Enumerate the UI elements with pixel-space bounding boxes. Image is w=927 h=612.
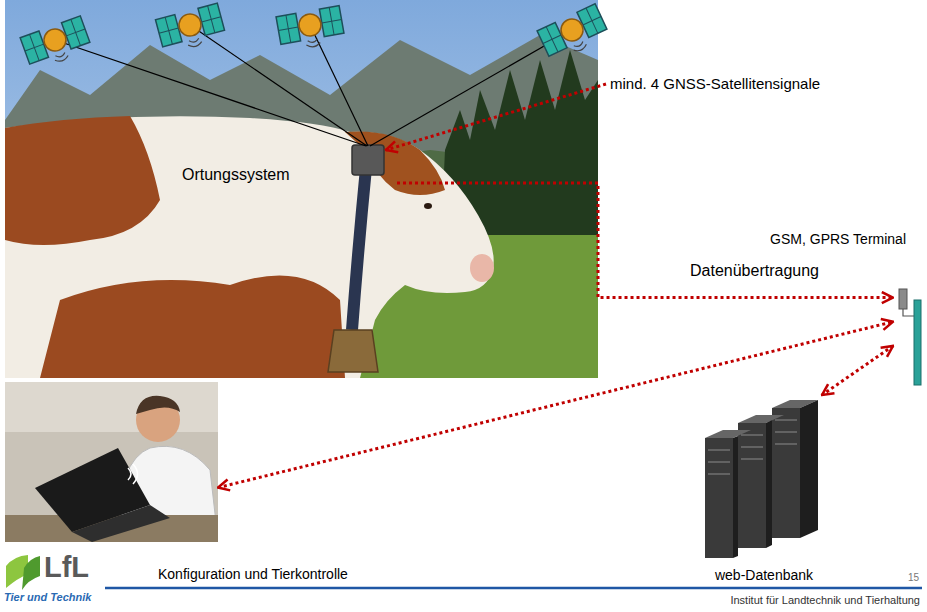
page-number-holder: 15 <box>908 572 919 583</box>
data-link-arrow <box>218 322 893 488</box>
server-side <box>766 420 772 548</box>
wifi-symbol <box>133 464 138 484</box>
signal-line <box>190 25 367 146</box>
web-database: web-Datenbank <box>698 395 830 590</box>
man-hair <box>136 396 180 414</box>
sky <box>5 0 598 378</box>
institute-name: Institut für Landtechnik und Tierhaltung <box>730 594 920 606</box>
locator-collar: Ortungssystem <box>175 150 397 198</box>
data-link-arrow <box>822 346 893 395</box>
cow-patch <box>40 275 345 378</box>
server-side <box>733 436 738 558</box>
satellite-icon <box>276 6 345 53</box>
collar-strap <box>352 168 366 330</box>
gps-collar-device <box>352 145 384 175</box>
gsm-terminal-icon <box>899 289 921 385</box>
logo-subtitle: Tier und Technik <box>4 591 91 603</box>
logo-wordmark-holder: LfL <box>44 552 89 584</box>
laptop-station: Konfiguration und Tierkontrolle <box>5 382 218 542</box>
data-link-arrow <box>397 183 893 297</box>
satellite-icon <box>537 4 610 64</box>
server-side <box>800 400 818 538</box>
satellite-signal-lines <box>55 25 572 146</box>
cow-bell <box>328 330 378 372</box>
server-towers <box>705 400 818 558</box>
server-front <box>705 438 733 558</box>
signal-line <box>310 25 368 146</box>
lfl-logo <box>6 555 40 590</box>
cow-body <box>5 116 494 378</box>
logo-wordmark: LfL <box>44 552 89 584</box>
server-slots <box>708 420 797 474</box>
laptop-photo <box>5 382 218 542</box>
satellite-icon <box>155 3 226 54</box>
antenna <box>899 289 907 309</box>
page-number: 15 <box>908 572 919 583</box>
logo-subtitle-holder: Tier und Technik <box>4 591 91 603</box>
cow-eye <box>424 203 432 209</box>
photo-ground <box>5 382 218 542</box>
signal-note: mind. 4 GNSS-Satellitensignale <box>606 72 825 96</box>
node-text: GSM, GPRS Terminal <box>770 231 906 248</box>
server-front <box>772 408 800 538</box>
gsm-terminal: GSM, GPRS Terminal <box>893 285 923 390</box>
signal-line <box>55 40 366 146</box>
edge-label-holder: Datenübertragung <box>690 261 819 280</box>
cow-nose <box>470 254 494 282</box>
node-text: Konfiguration und Tierkontrolle <box>158 566 348 583</box>
cow-patch <box>5 116 160 245</box>
wifi-symbol <box>128 468 131 480</box>
signal-line <box>370 30 572 146</box>
institute-name-holder: Institut für Landtechnik und Tierhaltung <box>730 594 920 606</box>
terminal-mast <box>914 300 921 385</box>
laptop-base <box>72 505 170 542</box>
cow-photo <box>5 0 598 378</box>
node-text: mind. 4 GNSS-Satellitensignale <box>610 75 820 93</box>
node-text: web-Datenbank <box>715 567 813 584</box>
data-link-arrow <box>386 84 606 150</box>
footer-rule <box>105 587 922 590</box>
edge-label: Datenübertragung <box>690 261 819 280</box>
wall <box>5 382 218 432</box>
logo-leaf <box>22 556 40 590</box>
server-top <box>738 415 784 423</box>
satellite-icon <box>20 16 92 72</box>
antenna-lead <box>903 309 914 316</box>
node-text: Ortungssystem <box>182 165 290 184</box>
server-front <box>738 423 766 548</box>
server-top <box>705 430 751 438</box>
